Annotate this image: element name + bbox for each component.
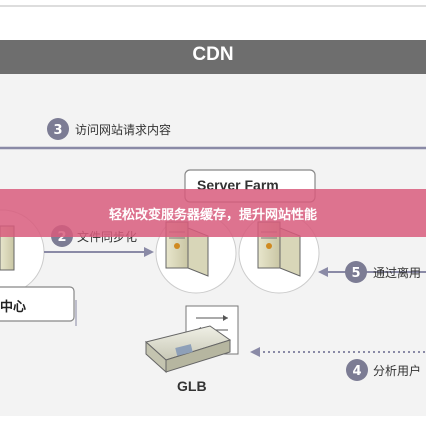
glb-label: GLB <box>177 378 207 394</box>
banner-title: 轻松改变服务器缓存，提升网站性能 <box>108 208 317 223</box>
step-4-number: 4 <box>352 364 361 379</box>
step-4-circle <box>346 359 368 381</box>
step-5-number: 5 <box>351 266 360 281</box>
step-3-number: 3 <box>53 123 62 138</box>
step-4-arrowhead <box>250 347 260 357</box>
step-5-arrowhead <box>318 267 328 277</box>
step-4-label: 分析用户 <box>373 364 422 378</box>
step-2-arrowhead <box>144 247 154 257</box>
glb-device <box>144 305 239 374</box>
step-5-label: 通过离用 <box>373 266 422 280</box>
title-banner <box>0 189 426 237</box>
step-5-circle <box>345 261 367 283</box>
cdn-label: CDN <box>192 44 234 65</box>
step-3-label: 访问网站请求内容 <box>75 123 172 137</box>
center-label: 中心 <box>0 300 27 315</box>
step-3-circle <box>47 118 69 140</box>
center-box <box>0 286 75 322</box>
step-2-number: 2 <box>57 230 66 245</box>
cdn-band <box>0 40 426 74</box>
